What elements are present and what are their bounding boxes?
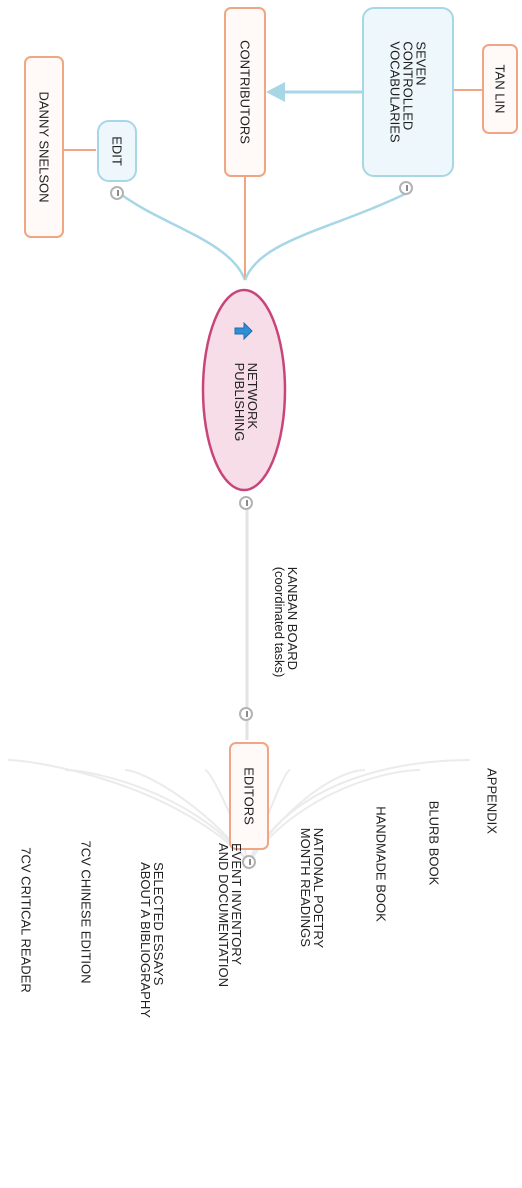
central-node-shape xyxy=(201,288,287,492)
collapse-toggle-kanban[interactable] xyxy=(239,707,253,721)
node-seven-cv-label: SEVEN CONTROLLED VOCABULARIES xyxy=(387,41,429,143)
link-edit xyxy=(117,191,247,281)
collapse-toggle-central[interactable] xyxy=(239,496,253,510)
node-contributors-label: CONTRIBUTORS xyxy=(237,40,253,144)
kanban-board-label: KANBAN BOARD (coordinated tasks) xyxy=(272,566,300,678)
node-editors-label: EDITORS xyxy=(241,767,257,825)
link-seven-cv xyxy=(243,192,406,281)
node-editors[interactable]: EDITORS xyxy=(229,742,269,850)
node-7cv-critical-reader[interactable]: 7CV CRITICAL READER xyxy=(18,847,34,993)
collapse-toggle-edit[interactable] xyxy=(110,186,124,200)
node-7cv-chinese-edition[interactable]: 7CV CHINESE EDITION xyxy=(78,840,94,984)
node-danny-snelson[interactable]: DANNY SNELSON xyxy=(24,56,64,238)
link-blurb xyxy=(248,769,421,863)
node-blurb-book[interactable]: BLURB BOOK xyxy=(426,800,442,886)
node-contributors[interactable]: CONTRIBUTORS xyxy=(224,7,266,177)
node-tan-lin[interactable]: TAN LIN xyxy=(482,44,518,134)
node-danny-snelson-label: DANNY SNELSON xyxy=(36,91,52,203)
node-appendix[interactable]: APPENDIX xyxy=(484,768,500,834)
node-seven-controlled-vocabularies[interactable]: SEVEN CONTROLLED VOCABULARIES xyxy=(362,7,454,177)
arrow-head xyxy=(266,82,285,102)
node-handmade-book[interactable]: HANDMADE BOOK xyxy=(373,806,389,922)
node-selected-essays-about-a-bibliography[interactable]: SELECTED ESSAYS ABOUT A BIBLIOGRAPHY xyxy=(138,862,166,1018)
node-national-poetry-month-readings[interactable]: NATIONAL POETRY MONTH READINGS xyxy=(298,827,326,949)
node-edit[interactable]: EDIT xyxy=(97,120,137,182)
node-tan-lin-label: TAN LIN xyxy=(492,64,508,114)
collapse-toggle-editors[interactable] xyxy=(242,855,256,869)
central-node-label[interactable]: NETWORK PUBLISHING xyxy=(232,362,260,442)
down-arrow-icon xyxy=(234,322,253,340)
node-event-inventory-and-documentation[interactable]: EVENT INVENTORY AND DOCUMENTATION xyxy=(216,843,244,987)
node-edit-label: EDIT xyxy=(109,136,125,166)
collapse-toggle-seven-cv[interactable] xyxy=(399,181,413,195)
link-7cv-critical xyxy=(7,759,250,863)
